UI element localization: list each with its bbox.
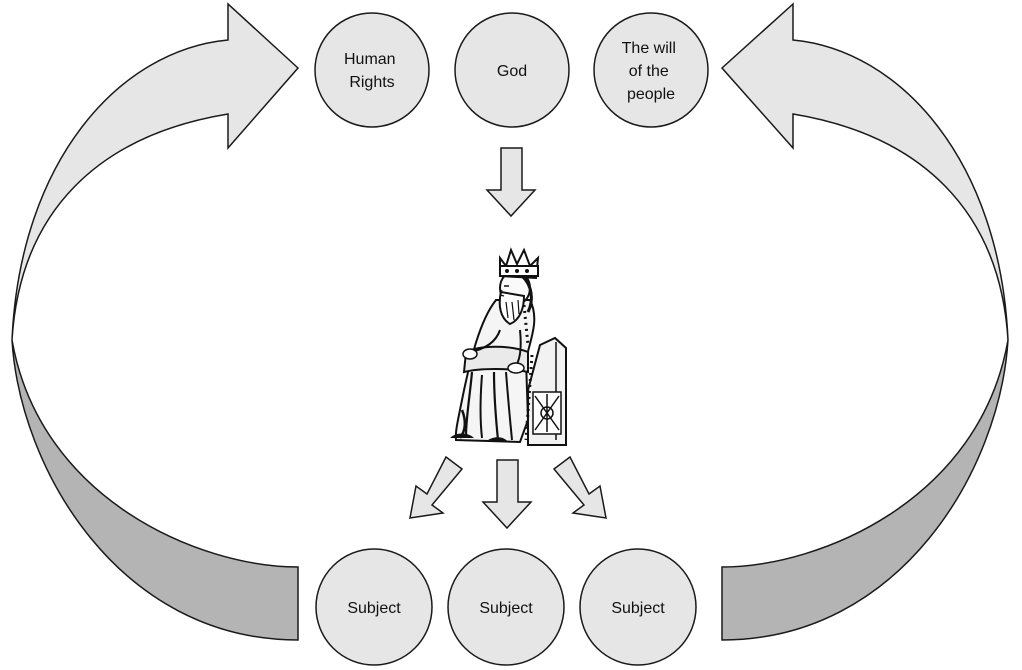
left-cycle-arrow-lower xyxy=(11,339,299,641)
top-source-human-rights: Human Rights xyxy=(314,12,430,128)
top-source-god: God xyxy=(454,12,570,128)
svg-text:Subject: Subject xyxy=(347,600,401,617)
enthroned-king-illustration xyxy=(450,247,567,446)
right-cycle-arrow-lower xyxy=(721,339,1009,641)
subject-node-2: Subject xyxy=(447,548,565,666)
left-cycle-arrow-upper xyxy=(11,2,300,341)
arrow-down-icon xyxy=(481,459,533,530)
subject-node-1: Subject xyxy=(315,548,433,666)
svg-text:Subject: Subject xyxy=(479,600,533,617)
svg-text:The will of the pe: The will of the people xyxy=(622,40,681,103)
arrow-down-icon xyxy=(485,147,537,218)
arrow-down-left-icon xyxy=(409,455,464,519)
svg-text:God: God xyxy=(497,63,527,80)
subject-node-3: Subject xyxy=(579,548,697,666)
arrow-down-right-icon xyxy=(552,455,607,519)
svg-text:Subject: Subject xyxy=(611,600,665,617)
right-cycle-arrow-upper xyxy=(720,2,1009,341)
svg-text:Human Rights: Human Rights xyxy=(344,51,400,91)
top-source-will-of-people: The will of the people xyxy=(593,12,709,128)
